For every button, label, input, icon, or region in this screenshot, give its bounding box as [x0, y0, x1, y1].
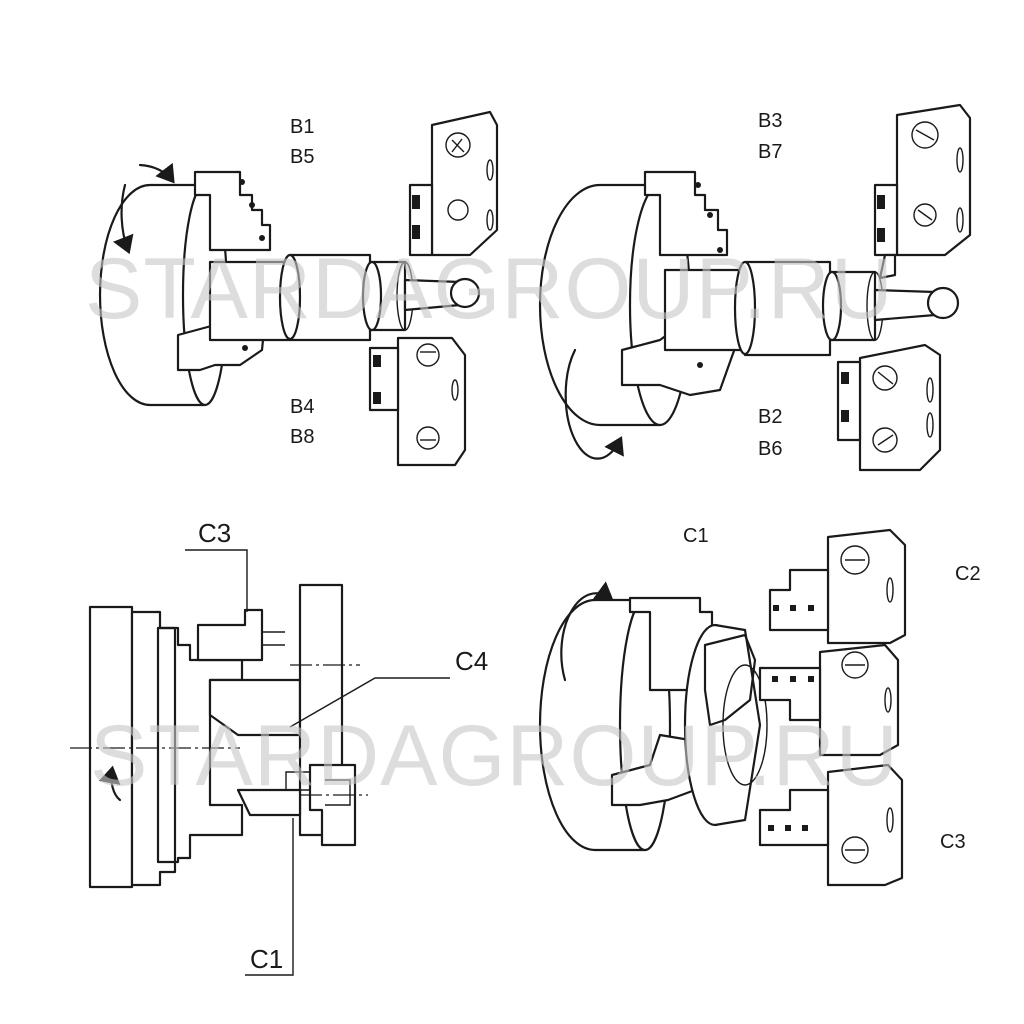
rotation-arrow-icon: [564, 348, 624, 460]
workpiece-upper: [208, 678, 302, 737]
label-c1-left: C1: [250, 944, 283, 974]
chuck-flange: [88, 605, 134, 889]
watermark-bottom: STARDAGROUP.RU: [90, 708, 899, 804]
leader-line-c1: [245, 818, 294, 976]
label-b6: B6: [758, 438, 782, 460]
rotation-arrow-icon: [112, 183, 134, 255]
label-b4: B4: [290, 396, 314, 418]
panel-section-view: C3 C4 C1: [70, 518, 488, 976]
workpiece: [663, 260, 960, 357]
tool-block-c3: [758, 763, 904, 887]
label-b5: B5: [290, 146, 314, 168]
label-b7: B7: [758, 141, 782, 163]
label-b8: B8: [290, 426, 314, 448]
label-b1: B1: [290, 116, 314, 138]
label-c2-right: C2: [955, 563, 981, 585]
label-c4-left: C4: [455, 646, 488, 676]
upper-jaw: [193, 170, 272, 252]
upper-jaw-section: [196, 608, 264, 662]
tool-block-c2: [768, 528, 907, 645]
workpiece-lower: [236, 788, 302, 817]
label-c1-right: C1: [683, 525, 709, 547]
panel-b3-b7-b2-b6: B3 B7 B2 B6: [538, 103, 972, 472]
label-c3-left: C3: [198, 518, 231, 548]
hatched-chuck-section: [156, 626, 244, 864]
label-b3: B3: [758, 110, 782, 132]
panel-b1-b5-b4-b8: B1 B5 B4 B8: [98, 110, 499, 467]
workpiece: [208, 253, 481, 342]
rotation-arrow-icon: [138, 162, 175, 184]
leader-line-c4: [289, 677, 450, 728]
upper-tool-block: [408, 110, 499, 257]
panel-c1-c2-c3: C1 C2 C3: [538, 525, 981, 887]
watermark-top: STARDAGROUP.RU: [85, 241, 894, 337]
upper-tool-block: [873, 103, 972, 280]
label-b2: B2: [758, 406, 782, 428]
lower-tool-block: [368, 336, 467, 467]
tool-block-c4: [758, 643, 900, 757]
leader-line-c3: [185, 549, 248, 612]
label-c3-right: C3: [940, 831, 966, 853]
ring-workpiece: [683, 623, 768, 827]
rotation-arrow-icon: [560, 581, 614, 682]
crosshatched-section: [703, 633, 757, 727]
rotation-arrow-icon: [98, 765, 122, 802]
upper-jaw: [643, 170, 729, 257]
lower-tool-block: [836, 343, 942, 472]
